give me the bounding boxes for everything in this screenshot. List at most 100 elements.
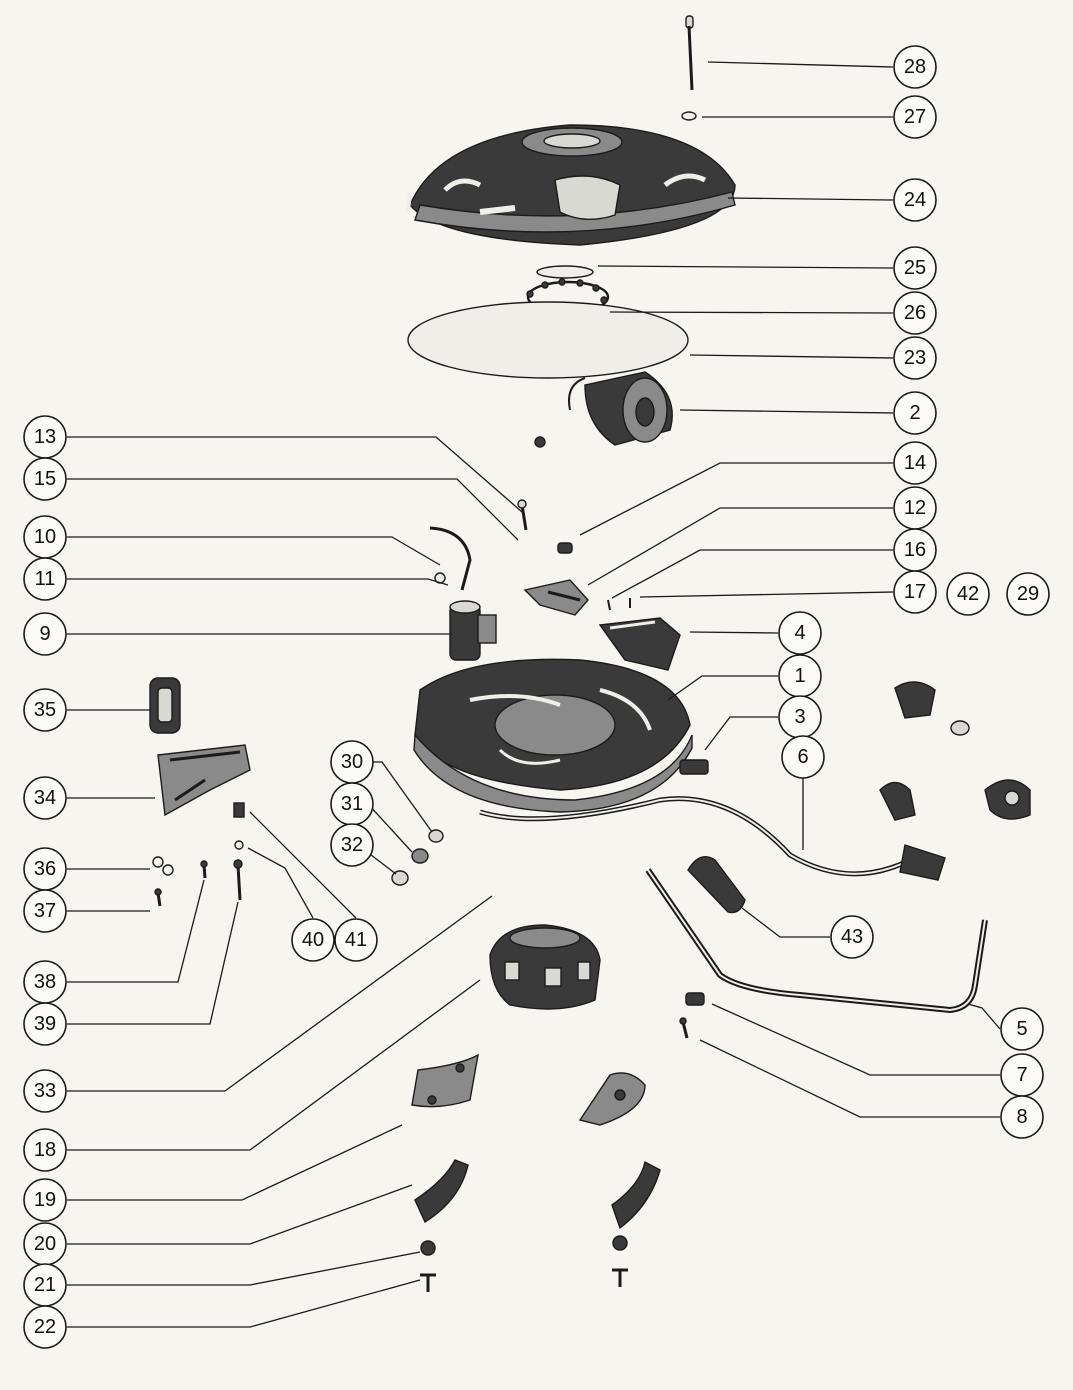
part-16-screw	[607, 599, 611, 611]
callout-2: 2	[893, 391, 937, 435]
part-23-plate	[407, 301, 689, 379]
part-9-condenser	[449, 600, 497, 661]
part-22-screw-right	[612, 1268, 628, 1287]
callout-label: 2	[909, 402, 920, 424]
part-illustrations	[149, 15, 1031, 1292]
callout-label: 13	[34, 426, 56, 448]
part-29-knob	[984, 779, 1031, 820]
callout-label: 23	[904, 347, 926, 369]
callout-43: 43	[830, 915, 874, 959]
callout-label: 27	[904, 106, 926, 128]
part-40-washer	[234, 840, 244, 850]
part-20-pad-left	[414, 1159, 469, 1224]
callout-label: 41	[345, 929, 367, 951]
callout-31: 31	[330, 782, 374, 826]
callouts: 28 27 24 25 26 23 2 13 14 15 12 10 16 11…	[23, 45, 1050, 1349]
part-24-flywheel-cover	[406, 124, 736, 246]
part-42-spark-cap	[894, 681, 970, 736]
callout-18: 18	[23, 1128, 67, 1172]
callout-label: 6	[797, 746, 808, 768]
callout-23: 23	[893, 336, 937, 380]
leader-lines	[67, 61, 1001, 1328]
callout-42: 42	[946, 572, 990, 616]
callout-32: 32	[330, 823, 374, 867]
callout-label: 36	[34, 858, 56, 880]
callout-10: 10	[23, 515, 67, 559]
callout-24: 24	[893, 178, 937, 222]
part-28-pin	[685, 15, 694, 91]
callout-39: 39	[23, 1002, 67, 1046]
callout-label: 40	[302, 929, 324, 951]
callout-label: 22	[34, 1316, 56, 1338]
callout-label: 4	[794, 622, 805, 644]
callout-label: 18	[34, 1139, 56, 1161]
callout-label: 10	[34, 526, 56, 548]
part-4-coil	[598, 617, 681, 671]
part-36-washers	[152, 856, 174, 876]
part-32-washer	[391, 870, 409, 886]
callout-11: 11	[23, 557, 67, 601]
part-30-nut	[428, 829, 444, 843]
callout-label: 39	[34, 1013, 56, 1035]
callout-label: 25	[904, 257, 926, 279]
callout-7: 7	[1000, 1053, 1044, 1097]
part-35-grommet	[149, 677, 181, 734]
callout-label: 11	[35, 568, 56, 590]
part-small-bolt	[534, 436, 546, 448]
callout-17: 17	[893, 570, 937, 614]
callout-label: 14	[904, 452, 926, 474]
callout-25: 25	[893, 246, 937, 290]
callout-label: 3	[794, 706, 805, 728]
callout-33: 33	[23, 1069, 67, 1113]
callout-label: 43	[841, 926, 863, 948]
part-33-cam	[489, 924, 601, 1010]
part-1-magneto-base	[413, 658, 693, 813]
part-27-washer	[681, 111, 697, 121]
callout-label: 29	[1017, 583, 1039, 605]
callout-label: 9	[39, 623, 50, 645]
part-13-screw	[517, 499, 528, 531]
callout-38: 38	[23, 960, 67, 1004]
part-8-screw	[679, 1017, 689, 1039]
callout-12: 12	[893, 486, 937, 530]
callout-26: 26	[893, 291, 937, 335]
callout-label: 21	[34, 1274, 56, 1296]
callout-label: 34	[34, 787, 56, 809]
callout-40: 40	[291, 918, 335, 962]
part-22-screw-left	[420, 1273, 436, 1292]
part-20-pad-right	[611, 1160, 661, 1230]
callout-label: 31	[341, 793, 363, 815]
callout-label: 26	[904, 302, 926, 324]
callout-label: 16	[904, 539, 926, 561]
callout-label: 38	[34, 971, 56, 993]
callout-label: 15	[34, 468, 56, 490]
callout-label: 12	[904, 497, 926, 519]
callout-13: 13	[23, 415, 67, 459]
part-34-bracket	[157, 744, 251, 817]
callout-label: 33	[34, 1080, 56, 1102]
part-6-spark-lead	[479, 781, 946, 881]
part-21-washer-right	[612, 1235, 628, 1251]
callout-label: 24	[904, 189, 926, 211]
callout-41: 41	[334, 918, 378, 962]
callout-22: 22	[23, 1305, 67, 1349]
part-2-starter-motor	[568, 371, 673, 446]
part-3-insulator	[679, 759, 709, 775]
part-5-link-rod	[645, 868, 988, 1014]
callout-28: 28	[893, 45, 937, 89]
part-18-clamp-left	[411, 1053, 479, 1108]
callout-label: 17	[904, 581, 926, 603]
callout-label: 35	[34, 699, 56, 721]
part-38-screw	[200, 860, 208, 879]
callout-9: 9	[23, 612, 67, 656]
part-31-spring	[411, 848, 429, 864]
callout-label: 19	[34, 1189, 56, 1211]
callout-1: 1	[778, 654, 822, 698]
callout-5: 5	[1000, 1007, 1044, 1051]
callout-30: 30	[330, 740, 374, 784]
callout-16: 16	[893, 528, 937, 572]
part-39-screw	[233, 859, 243, 901]
callout-label: 7	[1016, 1064, 1027, 1086]
callout-20: 20	[23, 1222, 67, 1266]
